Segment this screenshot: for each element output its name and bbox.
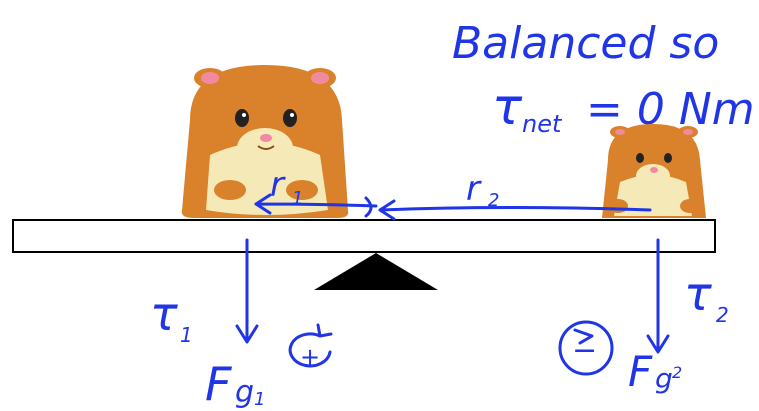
r1-subscript: 1 <box>292 188 303 209</box>
clockwise-rotation-icon: − <box>560 322 612 374</box>
hamster-large-icon <box>182 65 349 218</box>
fg2-label-f: F <box>628 347 653 396</box>
fg1-label-f: F <box>205 357 232 411</box>
hamster-small-icon <box>602 124 706 218</box>
tau2-symbol: τ <box>684 267 712 321</box>
tau2-subscript: 2 <box>716 303 729 327</box>
tau1-symbol: τ <box>150 287 178 341</box>
fg2-label-g: g <box>655 362 673 395</box>
tau1-subscript: 1 <box>180 323 193 347</box>
fg1-arrow <box>237 240 257 342</box>
balanced-note-line1: Balanced so <box>452 18 719 69</box>
cw-sign: − <box>572 333 597 368</box>
fg1-subscript: 1 <box>254 389 265 410</box>
fg1-label-g: g <box>235 375 254 410</box>
triangle-fulcrum-icon <box>314 253 438 290</box>
tau-net-symbol: τ <box>492 78 523 136</box>
r2-subscript: 2 <box>488 190 499 211</box>
tau-net-subscript: net <box>522 110 563 138</box>
counterclockwise-rotation-icon: + <box>290 325 331 371</box>
r2-label: r <box>466 169 482 209</box>
seesaw-beam <box>13 220 715 252</box>
r1-label: r <box>270 165 286 205</box>
fg2-arrow <box>648 240 668 352</box>
ccw-sign: + <box>300 343 320 371</box>
balanced-note: Balanced so τ net = 0 Nm <box>452 18 755 138</box>
fg2-subscript: 2 <box>672 363 682 382</box>
